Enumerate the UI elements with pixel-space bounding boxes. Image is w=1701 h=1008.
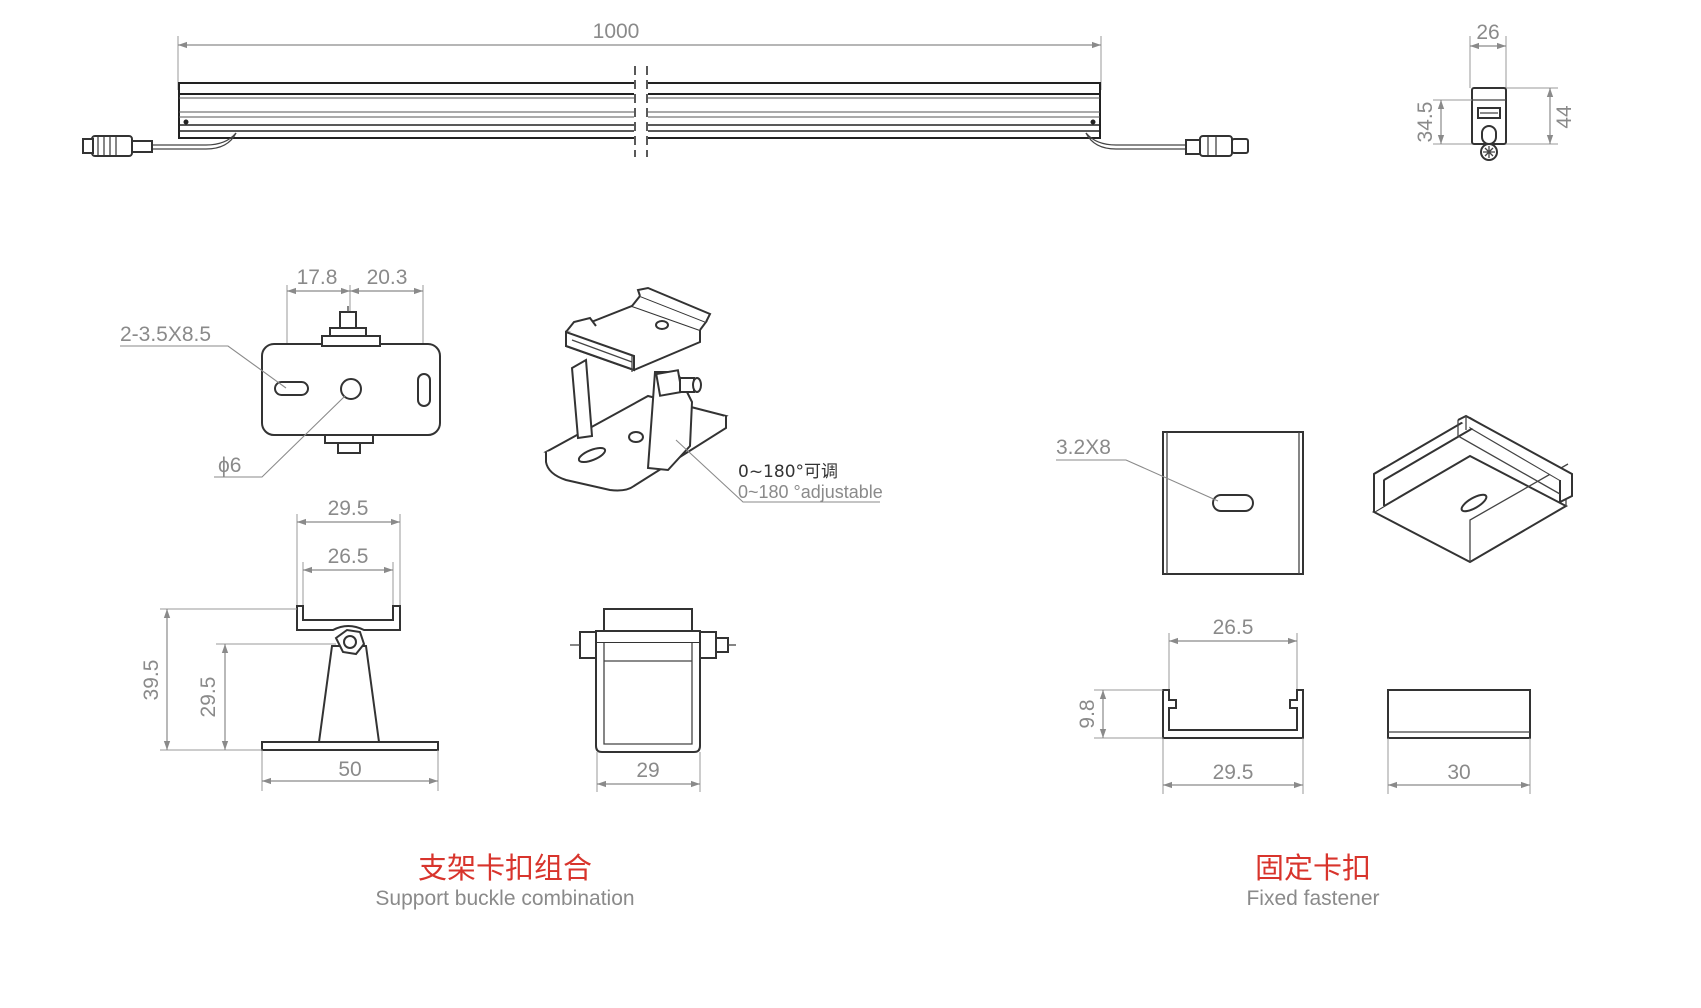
top-dim-right-label: 20.3 bbox=[367, 266, 408, 289]
fastener-caption-en: Fixed fastener bbox=[1246, 887, 1379, 910]
length-label: 1000 bbox=[593, 20, 640, 43]
fastener-top-view: 3.2X8 bbox=[1056, 431, 1304, 575]
profile-outer-width-label: 29.5 bbox=[1213, 761, 1254, 784]
fastener-side-width-label: 30 bbox=[1447, 761, 1470, 784]
fixture-end-view: 26 34.5 44 bbox=[1414, 21, 1576, 161]
fastener-caption-cn: 固定卡扣 bbox=[1255, 851, 1371, 885]
fastener-profile-view: 26.5 9.8 29.5 bbox=[1076, 616, 1304, 794]
side-width-label: 29 bbox=[636, 759, 659, 782]
end-inner-height-label: 34.5 bbox=[1414, 102, 1437, 143]
front-total-height-label: 39.5 bbox=[140, 660, 163, 701]
end-height-label: 44 bbox=[1553, 105, 1576, 129]
front-pivot-height-label: 29.5 bbox=[197, 677, 220, 718]
bracket-isometric-view: 0~180°可调 0~180 °adjustable bbox=[543, 286, 883, 503]
profile-height-label: 9.8 bbox=[1076, 699, 1099, 728]
hole-label: ϕ6 bbox=[218, 454, 241, 477]
bracket-caption-cn: 支架卡扣组合 bbox=[418, 851, 592, 885]
fastener-slot-label: 3.2X8 bbox=[1056, 436, 1111, 459]
adjust-note-cn: 0~180°可调 bbox=[738, 462, 838, 482]
bracket-top-view: 17.8 20.3 2-3.5X8.5 ϕ6 bbox=[120, 266, 441, 478]
fastener-isometric-view bbox=[1371, 414, 1573, 564]
slot-label: 2-3.5X8.5 bbox=[120, 323, 211, 346]
top-dim-left-label: 17.8 bbox=[297, 266, 338, 289]
fastener-side-view: 30 bbox=[1387, 689, 1531, 794]
adjust-note-en: 0~180 °adjustable bbox=[738, 482, 883, 502]
bracket-front-view: 29.5 26.5 39.5 29.5 50 bbox=[140, 497, 439, 791]
front-base-width-label: 50 bbox=[338, 758, 361, 781]
front-outer-width-label: 29.5 bbox=[328, 497, 369, 520]
front-inner-width-label: 26.5 bbox=[328, 545, 369, 568]
end-width-label: 26 bbox=[1476, 21, 1499, 44]
bracket-caption-en: Support buckle combination bbox=[375, 887, 634, 910]
bracket-side-view: 29 bbox=[570, 608, 736, 792]
fixture-front-view: 1000 bbox=[82, 20, 1249, 157]
profile-inner-width-label: 26.5 bbox=[1213, 616, 1254, 639]
